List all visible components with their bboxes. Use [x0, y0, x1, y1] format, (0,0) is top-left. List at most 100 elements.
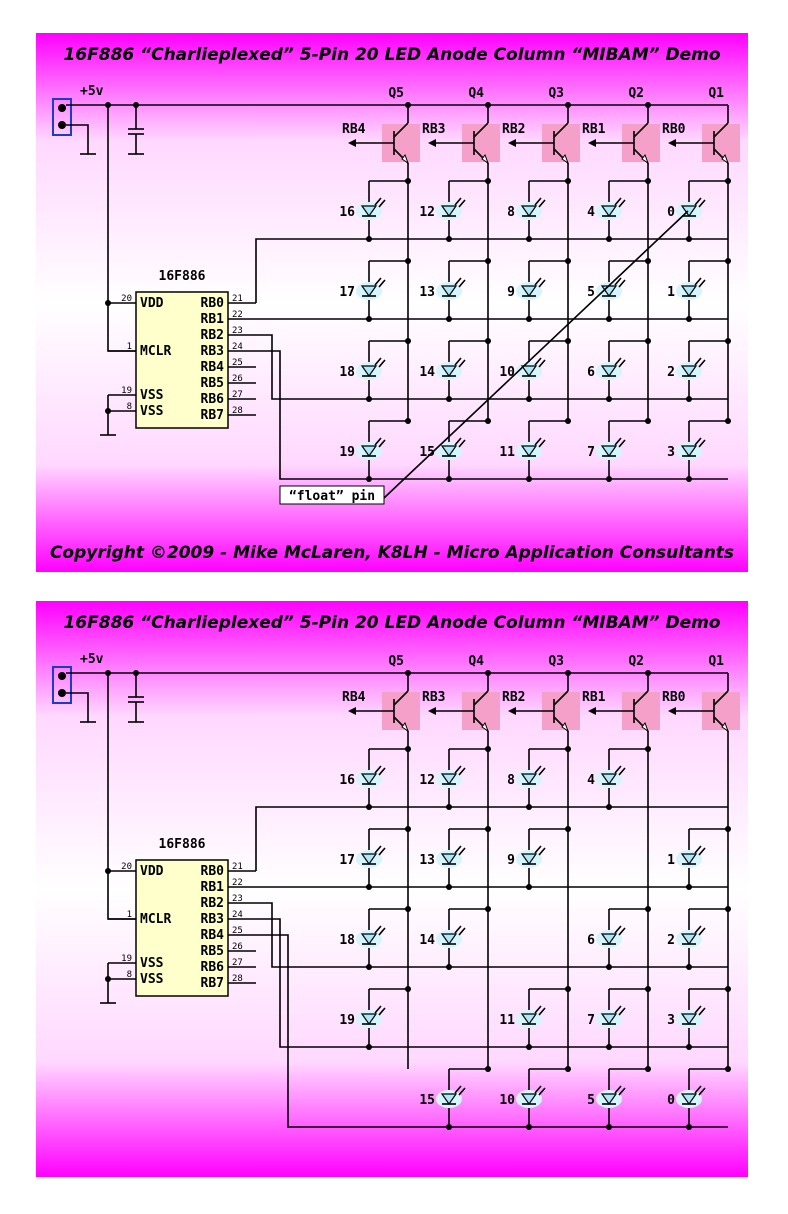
junction-dot — [526, 236, 532, 242]
led-ray — [458, 439, 466, 448]
junction-dot — [366, 964, 372, 970]
led-ray — [614, 277, 622, 286]
led-ray — [458, 847, 466, 856]
led-ray — [374, 765, 382, 774]
diagram-panel-1: 16F886 “Charlieplexed” 5-Pin 20 LED Anod… — [36, 33, 748, 572]
led-label: 17 — [339, 285, 355, 300]
chip-left-pin-name: VSS — [140, 388, 164, 403]
led-ray — [454, 845, 462, 854]
chip-left-pin-name: VDD — [140, 296, 164, 311]
led-ray — [614, 357, 622, 366]
mclr-wire — [107, 303, 136, 352]
led-label: 8 — [507, 773, 515, 788]
junction-dot — [686, 396, 692, 402]
junction-dot — [485, 258, 491, 264]
led-label: 2 — [667, 365, 675, 380]
junction-dot — [645, 338, 651, 344]
led-ray — [698, 927, 706, 936]
chip-left-pin-number: 20 — [121, 294, 132, 304]
junction-dot — [725, 826, 731, 832]
led-ray — [694, 197, 702, 206]
led-label: 0 — [667, 1093, 675, 1108]
led-ray — [454, 277, 462, 286]
led-label: 6 — [587, 933, 595, 948]
rb-line — [256, 334, 328, 400]
chip-right-pin-name: RB0 — [201, 296, 225, 311]
led-label: 18 — [339, 933, 355, 948]
led-ray — [618, 439, 626, 448]
junction-dot — [485, 826, 491, 832]
junction-dot — [686, 1044, 692, 1050]
led-ray — [694, 925, 702, 934]
chip-left-pin-name: MCLR — [140, 912, 171, 927]
led-ray — [374, 1005, 382, 1014]
emitter-arrow — [641, 153, 650, 165]
mclr-wire — [107, 871, 136, 920]
base-pin-label: RB4 — [342, 690, 366, 705]
led-ray — [534, 845, 542, 854]
led-label: 11 — [499, 445, 515, 460]
led-label: 16 — [339, 773, 355, 788]
junction-dot — [405, 418, 411, 424]
connector-pin — [58, 689, 66, 697]
led-label: 15 — [419, 1093, 435, 1108]
junction-dot — [485, 418, 491, 424]
emitter-arrow — [481, 153, 490, 165]
junction-dot — [565, 1066, 571, 1072]
chip-left-pin-name: MCLR — [140, 344, 171, 359]
led-symbol — [600, 1093, 618, 1106]
junction-dot — [446, 236, 452, 242]
diagram-title: 16F886 “Charlieplexed” 5-Pin 20 LED Anod… — [63, 45, 720, 65]
chip-right-pin-name: RB2 — [201, 328, 224, 343]
chip-right-pin-name: RB1 — [201, 880, 225, 895]
junction-dot — [606, 1124, 612, 1130]
junction-dot — [526, 316, 532, 322]
panel-2-svg: 16F886 “Charlieplexed” 5-Pin 20 LED Anod… — [36, 601, 748, 1177]
chip-left-pin-number: 19 — [121, 386, 132, 396]
led-symbol — [440, 445, 458, 458]
led-label: 18 — [339, 365, 355, 380]
chip-right-pin-number: 28 — [232, 406, 243, 416]
chip-left-pin-name: VSS — [140, 404, 164, 419]
transistor-collector — [713, 690, 729, 706]
led-symbol — [520, 773, 538, 786]
chip-right-pin-number: 22 — [232, 878, 243, 888]
power-connector — [52, 98, 72, 136]
emitter-arrow — [481, 721, 490, 733]
led-symbol — [440, 285, 458, 298]
chip-right-pin-name: RB3 — [201, 912, 224, 927]
led-ray — [534, 1085, 542, 1094]
transistor-label: Q4 — [468, 86, 484, 101]
base-arrow — [668, 139, 676, 147]
led-ray — [534, 437, 542, 446]
junction-dot — [606, 316, 612, 322]
transistor-label: Q1 — [708, 654, 724, 669]
base-arrow — [428, 139, 436, 147]
chip-left-pin-number: 19 — [121, 954, 132, 964]
led-symbol — [600, 445, 618, 458]
chip-right-pin-number: 21 — [232, 862, 243, 872]
junction-dot — [725, 258, 731, 264]
led-ray — [694, 845, 702, 854]
junction-dot — [565, 986, 571, 992]
junction-dot — [405, 746, 411, 752]
junction-dot — [366, 804, 372, 810]
led-ray — [618, 1087, 626, 1096]
junction-dot — [526, 804, 532, 810]
chip-right-pin-name: RB1 — [201, 312, 225, 327]
led-label: 8 — [507, 205, 515, 220]
led-label: 5 — [587, 285, 595, 300]
float-label: “float” pin — [289, 489, 375, 504]
junction-dot — [565, 258, 571, 264]
base-pin-label: RB1 — [582, 690, 606, 705]
led-ray — [378, 927, 386, 936]
chip-left-pin-number: 1 — [127, 342, 132, 352]
led-ray — [694, 1085, 702, 1094]
junction-dot — [686, 964, 692, 970]
chip-right-pin-number: 28 — [232, 974, 243, 984]
led-ray — [694, 437, 702, 446]
transistor-label: Q2 — [628, 654, 644, 669]
led-ray — [378, 359, 386, 368]
led-ray — [378, 279, 386, 288]
led-symbol — [360, 445, 378, 458]
